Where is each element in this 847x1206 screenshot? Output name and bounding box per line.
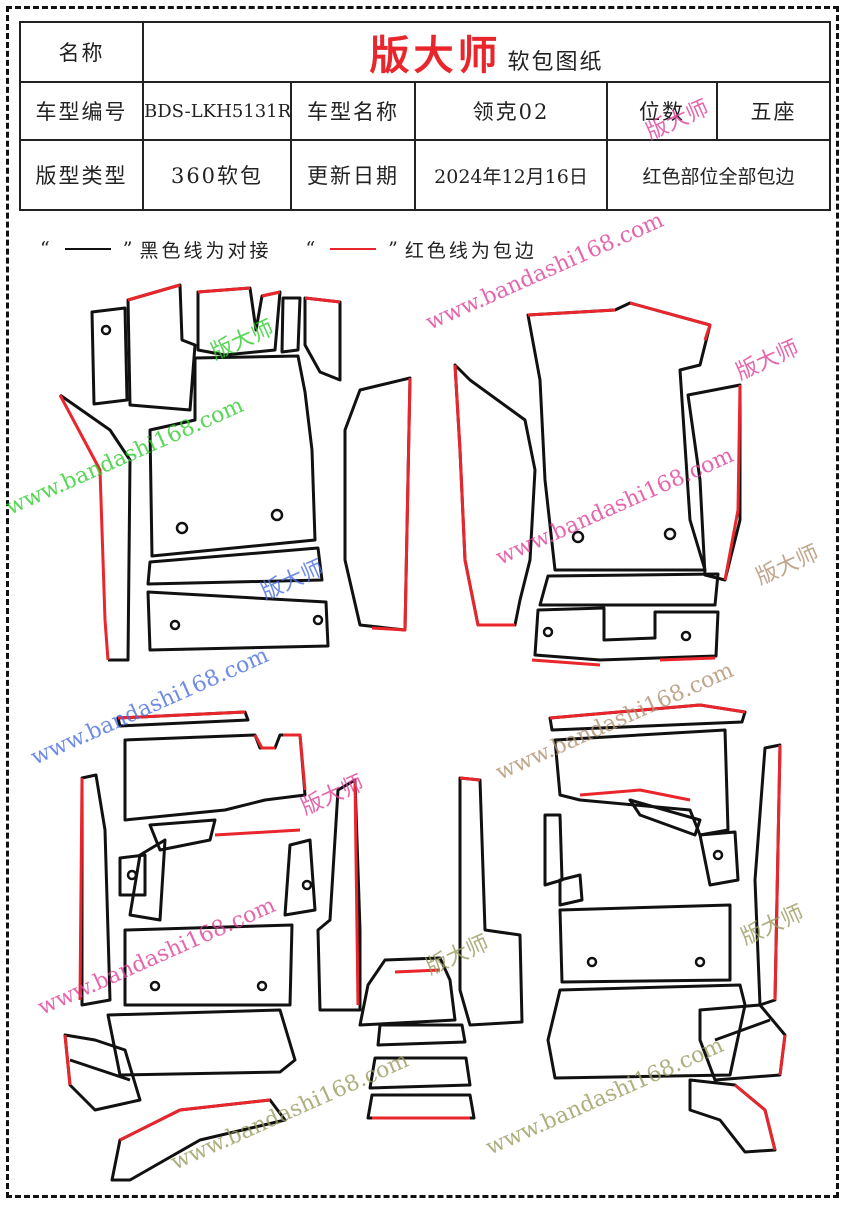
style-label: 版型类型 — [19, 139, 144, 211]
note-value: 红色部位全部包边 — [606, 139, 831, 211]
name-label: 名称 — [19, 21, 144, 83]
front-left-patterns — [58, 283, 412, 662]
seats-label: 位数 — [606, 81, 718, 141]
update-date: 2024年12月16日 — [414, 139, 608, 211]
watermark-site-2: www.bandashi168.com — [422, 208, 667, 336]
page-border — [6, 6, 839, 1198]
brand-title: 版大师 — [369, 32, 502, 79]
watermark-brand-3: 版大师 — [732, 336, 802, 386]
model-code: BDS-LKH5131R — [142, 81, 292, 141]
line-legend: “ ” 黑色线为对接 “ ” 红色线为包边 — [36, 234, 537, 264]
watermark-site-5: www.bandashi168.com — [492, 658, 737, 786]
watermark-site-4: www.bandashi168.com — [27, 643, 272, 771]
quote-open-2: “ — [305, 238, 319, 260]
model-code-label: 车型编号 — [19, 81, 144, 141]
doc-type: 软包图纸 — [507, 50, 604, 75]
center-tunnel-patterns — [316, 776, 524, 1120]
watermark-brand-8: 版大师 — [737, 901, 807, 951]
quote-open: “ — [40, 238, 53, 260]
rear-left-patterns — [63, 710, 317, 1182]
spec-row-name: 名称 版大师软包图纸 — [19, 21, 831, 83]
update-label: 更新日期 — [290, 139, 416, 211]
watermark-brand-5: 版大师 — [752, 541, 822, 591]
red-line-text: 红色线为包边 — [404, 239, 537, 262]
spec-row-model: 车型编号 BDS-LKH5131R 车型名称 领克02 位数 五座 — [19, 81, 831, 141]
spec-row-style: 版型类型 360软包 更新日期 2024年12月16日 红色部位全部包边 — [19, 139, 831, 211]
model-name: 领克02 — [414, 81, 608, 141]
style-value: 360软包 — [142, 139, 292, 211]
seats-value: 五座 — [716, 81, 831, 141]
watermark-brand-2: 版大师 — [642, 96, 712, 146]
spec-table: 名称 版大师软包图纸 车型编号 BDS-LKH5131R 车型名称 领克02 位… — [19, 21, 831, 211]
model-name-label: 车型名称 — [290, 81, 416, 141]
quote-close-2: ” — [388, 238, 401, 260]
title-cell: 版大师软包图纸 — [142, 21, 831, 83]
black-line-sample — [64, 248, 111, 250]
black-line-text: 黑色线为对接 — [139, 239, 272, 262]
quote-close: ” — [122, 238, 136, 260]
rear-right-patterns — [543, 703, 787, 1154]
watermark-site-7: www.bandashi168.com — [167, 1048, 412, 1176]
watermark-brand-4: 版大师 — [257, 556, 327, 606]
watermark-site-6: www.bandashi168.com — [34, 893, 279, 1021]
red-line-sample — [330, 248, 377, 250]
watermark-brand-7: 版大师 — [422, 931, 492, 981]
front-right-patterns — [453, 301, 742, 667]
watermark-site-1: www.bandashi168.com — [2, 393, 247, 521]
